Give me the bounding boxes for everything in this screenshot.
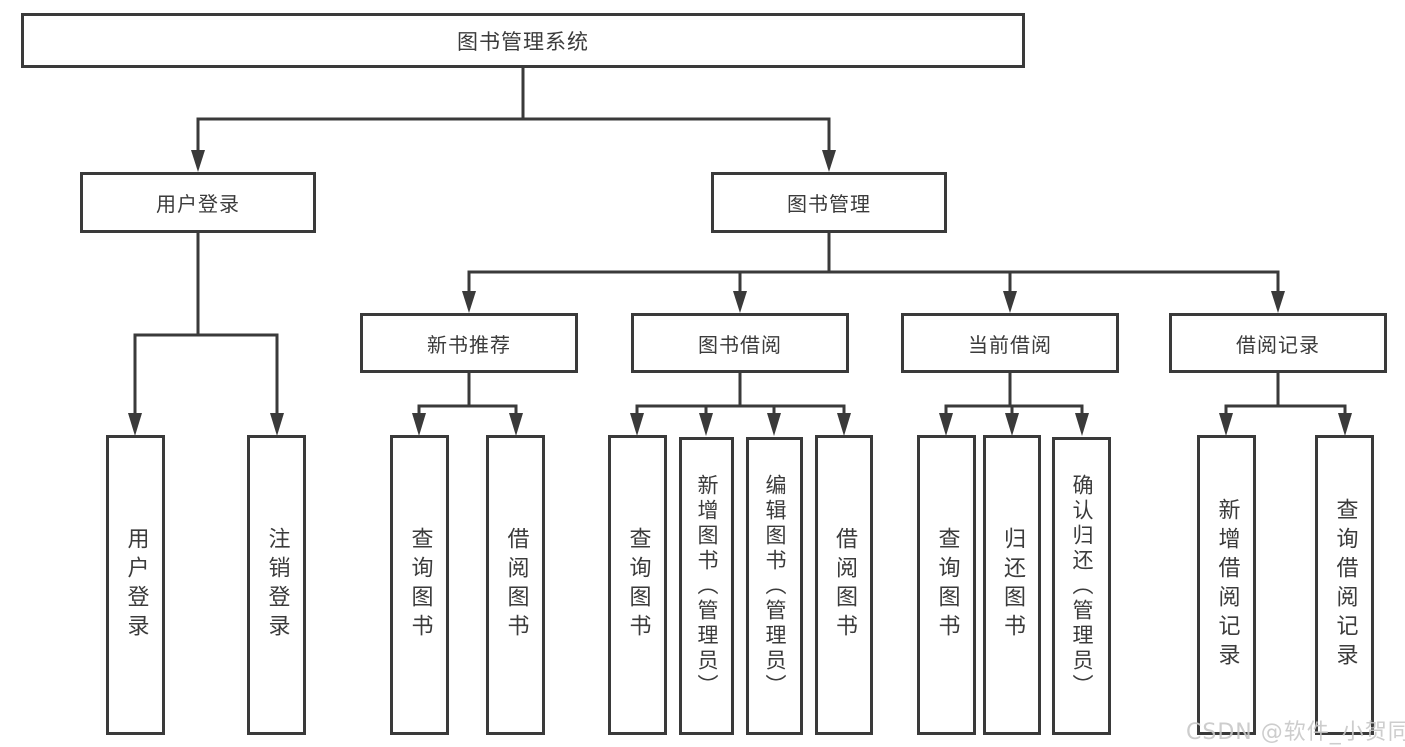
node-label: 当前借阅 bbox=[968, 332, 1052, 357]
arrow-down-icon bbox=[733, 291, 747, 313]
arrow-down-icon bbox=[837, 413, 851, 436]
leaf-label: 借阅图书 bbox=[503, 527, 529, 643]
node-new-book-recommend: 新书推荐 bbox=[360, 313, 578, 373]
connector-current-borrow-to-leaves bbox=[939, 373, 1089, 436]
connector-root-to-level2 bbox=[191, 68, 836, 172]
leaf-label: 编辑图书（管理员） bbox=[763, 473, 787, 699]
connector-book-management-to-level3 bbox=[462, 233, 1285, 313]
leaf-user-login: 用户登录 bbox=[106, 435, 165, 735]
arrow-down-icon bbox=[128, 413, 142, 436]
node-book-borrow: 图书借阅 bbox=[631, 313, 849, 373]
arrow-down-icon bbox=[1003, 291, 1017, 313]
leaf-label: 查询图书 bbox=[934, 527, 960, 643]
node-label: 用户登录 bbox=[156, 192, 240, 216]
arrow-down-icon bbox=[1075, 413, 1089, 436]
node-book-management: 图书管理 bbox=[711, 172, 947, 233]
leaf-label: 确认归还（管理员） bbox=[1070, 473, 1094, 699]
leaf-logout: 注销登录 bbox=[247, 435, 306, 735]
leaf-add-borrow-record: 新增借阅记录 bbox=[1197, 435, 1256, 735]
watermark: CSDN @软件_小贺同学 bbox=[1186, 720, 1405, 745]
arrow-down-icon bbox=[630, 413, 644, 436]
leaf-confirm-return-admin: 确认归还（管理员） bbox=[1052, 437, 1111, 735]
leaf-label: 归还图书 bbox=[1000, 527, 1025, 643]
leaf-label: 查询图书 bbox=[625, 527, 651, 643]
arrow-down-icon bbox=[699, 413, 713, 436]
connector-new-book-recommend-to-leaves bbox=[412, 373, 523, 436]
leaf-label: 新增图书（管理员） bbox=[695, 473, 719, 699]
arrow-down-icon bbox=[1271, 291, 1285, 313]
leaf-label: 借阅图书 bbox=[832, 527, 857, 643]
leaf-query-books: 查询图书 bbox=[917, 435, 976, 735]
arrow-down-icon bbox=[1005, 413, 1019, 436]
arrow-down-icon bbox=[1219, 413, 1233, 436]
leaf-label: 查询借阅记录 bbox=[1332, 498, 1358, 672]
connector-user-login-to-leaves bbox=[128, 233, 284, 436]
arrow-down-icon bbox=[767, 413, 781, 436]
node-label: 图书管理 bbox=[787, 192, 871, 216]
node-library-management-system: 图书管理系统 bbox=[21, 13, 1025, 68]
leaf-query-books: 查询图书 bbox=[608, 435, 667, 735]
leaf-label: 注销登录 bbox=[264, 527, 290, 643]
leaf-label: 用户登录 bbox=[123, 527, 149, 643]
arrow-down-icon bbox=[509, 413, 523, 436]
leaf-query-books: 查询图书 bbox=[390, 435, 449, 735]
arrow-down-icon bbox=[191, 150, 205, 172]
arrow-down-icon bbox=[270, 413, 284, 436]
node-borrow-records: 借阅记录 bbox=[1169, 313, 1387, 373]
node-label: 图书借阅 bbox=[698, 332, 782, 357]
node-user-login: 用户登录 bbox=[80, 172, 316, 233]
leaf-label: 查询图书 bbox=[407, 527, 433, 643]
arrow-down-icon bbox=[412, 413, 426, 436]
arrow-down-icon bbox=[462, 291, 476, 313]
arrow-down-icon bbox=[1338, 413, 1352, 436]
node-label: 借阅记录 bbox=[1236, 332, 1320, 357]
arrow-down-icon bbox=[939, 413, 953, 436]
leaf-edit-book-admin: 编辑图书（管理员） bbox=[746, 437, 803, 735]
leaf-return-books: 归还图书 bbox=[983, 435, 1041, 735]
leaf-query-borrow-record: 查询借阅记录 bbox=[1315, 435, 1374, 735]
leaf-borrow-books: 借阅图书 bbox=[815, 435, 873, 735]
connector-book-borrow-to-leaves bbox=[630, 373, 851, 436]
node-label: 新书推荐 bbox=[427, 332, 511, 357]
leaf-add-book-admin: 新增图书（管理员） bbox=[679, 437, 734, 735]
arrow-down-icon bbox=[822, 150, 836, 172]
node-label: 图书管理系统 bbox=[457, 29, 589, 54]
connector-borrow-records-to-leaves bbox=[1219, 373, 1352, 436]
leaf-borrow-books: 借阅图书 bbox=[486, 435, 545, 735]
node-current-borrow: 当前借阅 bbox=[901, 313, 1119, 373]
leaf-label: 新增借阅记录 bbox=[1214, 498, 1240, 672]
